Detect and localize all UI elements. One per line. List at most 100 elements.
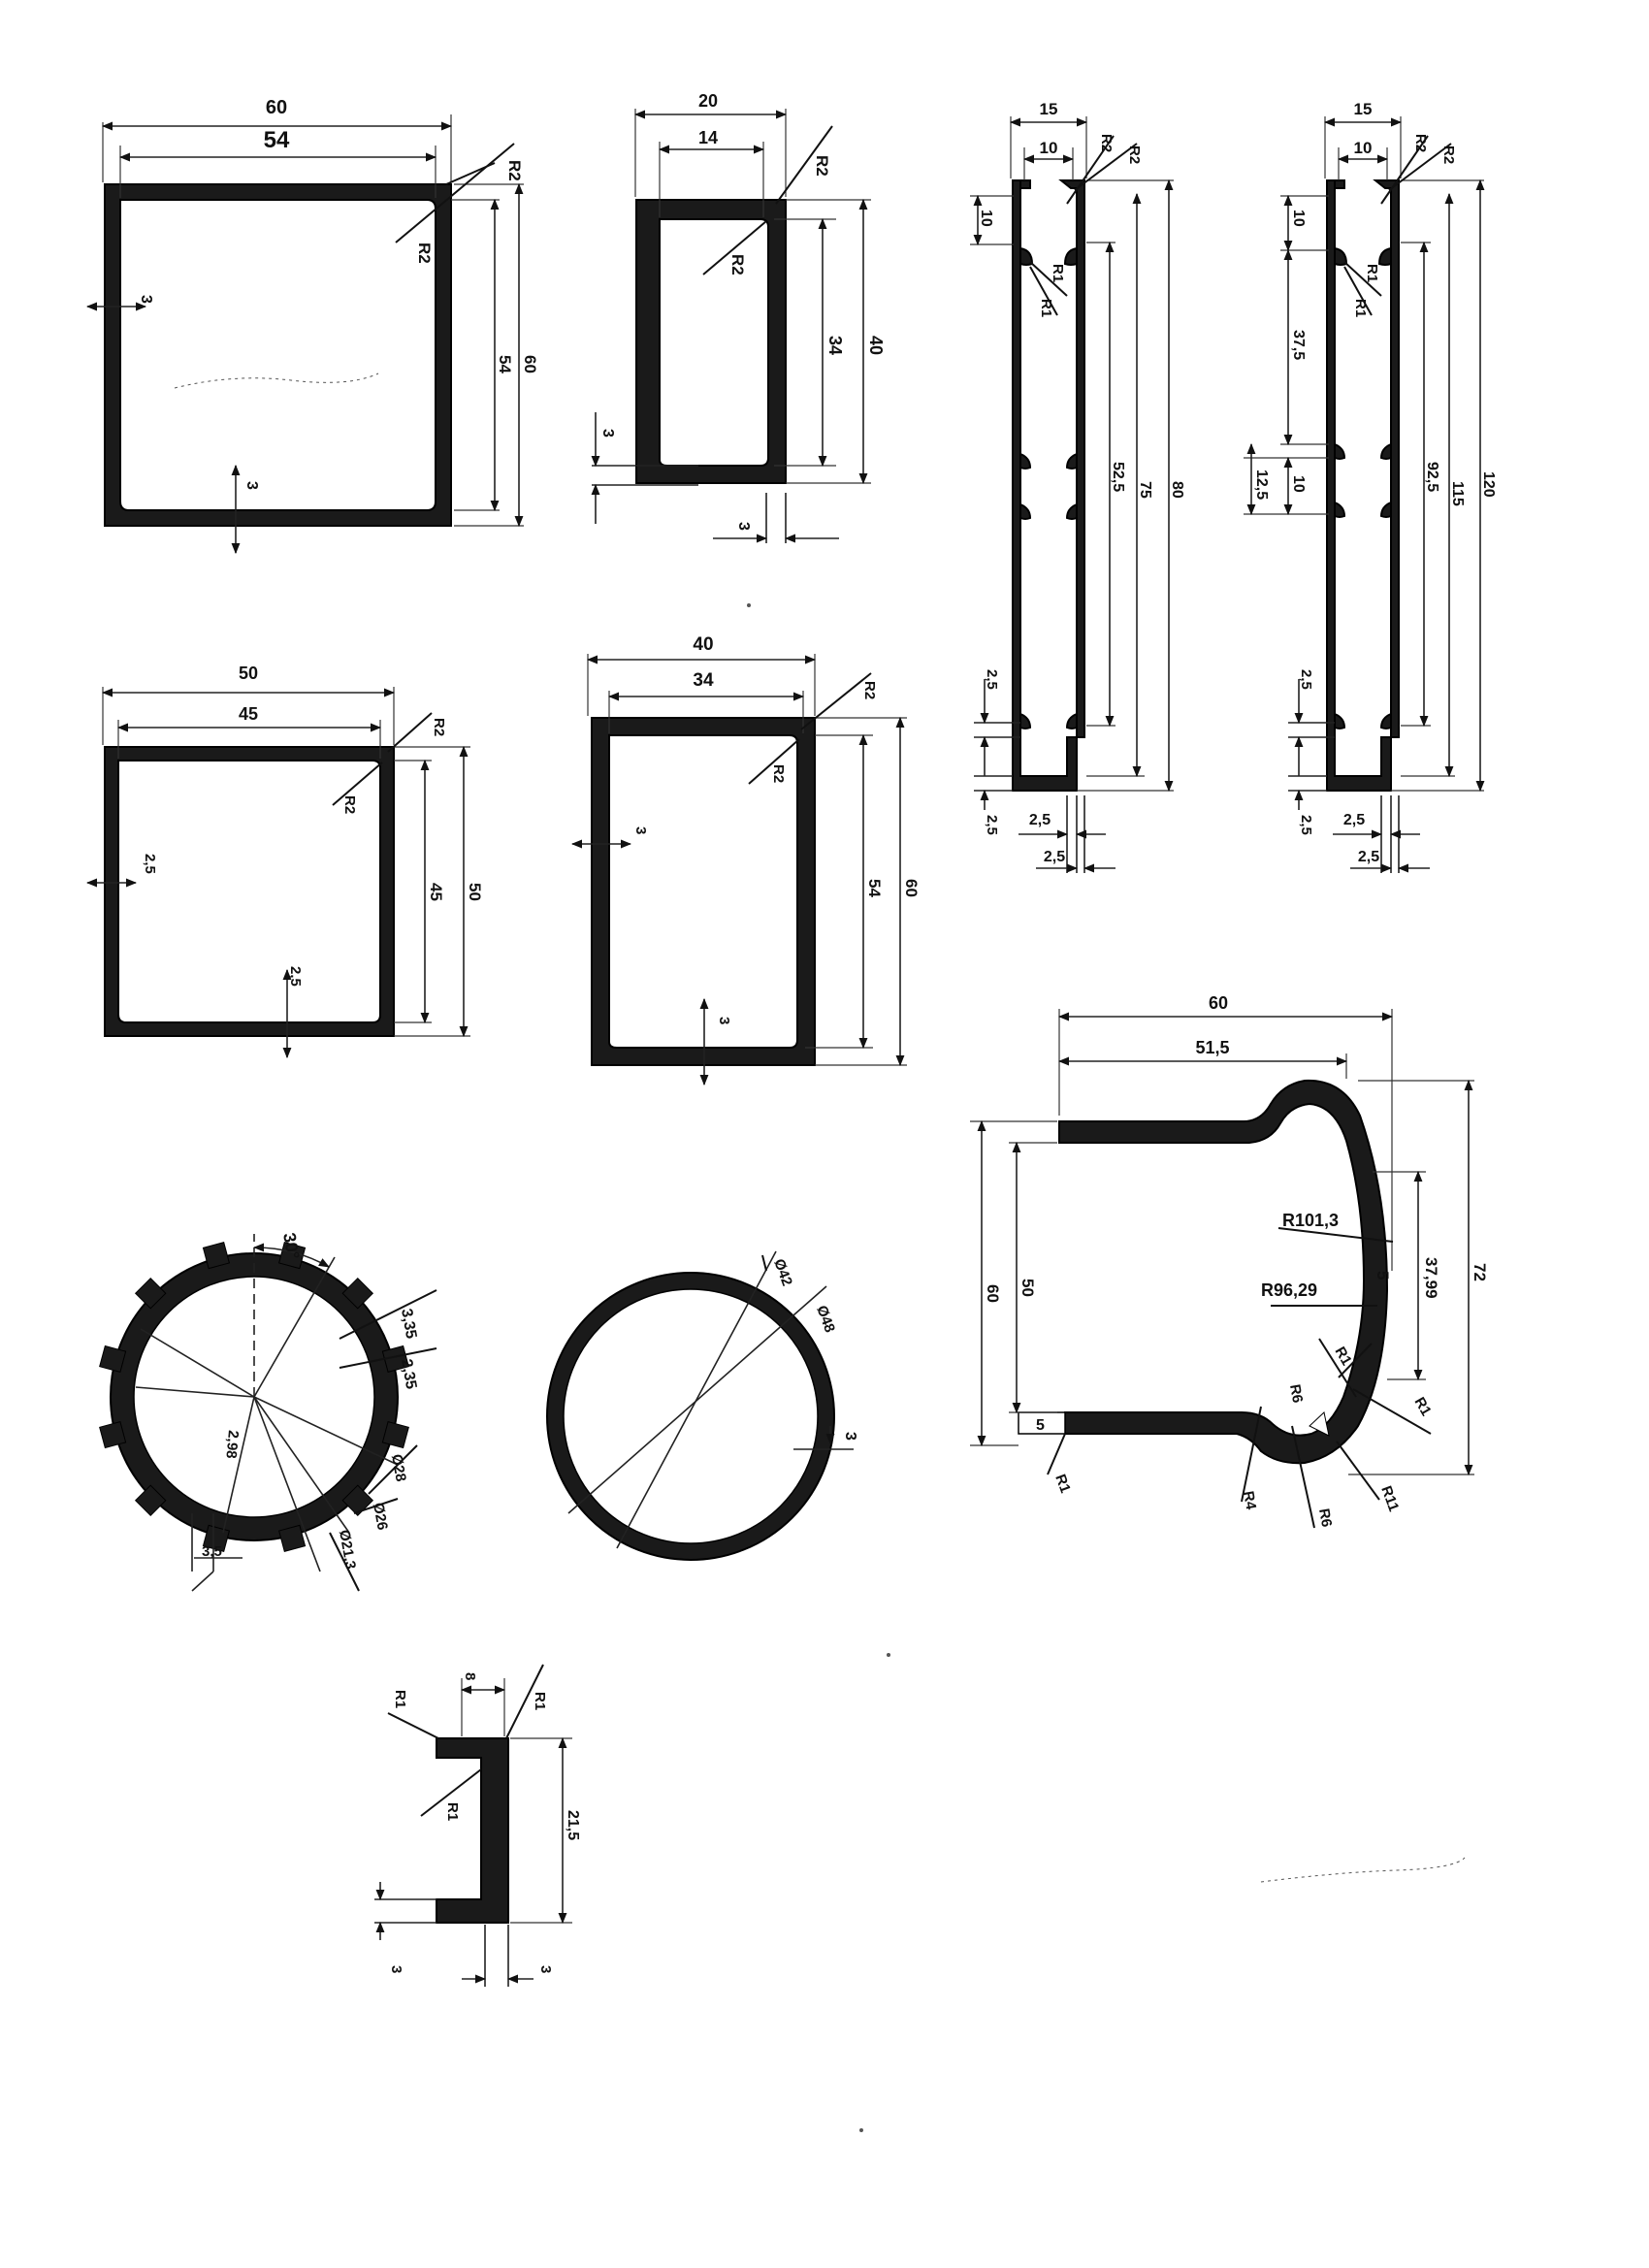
dim-radius-1a: R1 [1364,264,1380,282]
square-tube-50-profile: 50 45 R2 R2 45 50 2,5 2,5 [85,664,484,1059]
dim-inner-width: 51,5 [1195,1038,1229,1057]
dim-width: 50 [239,664,258,683]
dim-height-inner: 50 [1018,1279,1037,1297]
dim-inner-width: 14 [698,128,718,147]
dim-thickness-bottom: 3 [735,522,752,531]
dim-top-length: 10 [1290,210,1307,227]
dim-width: 60 [1209,993,1228,1013]
dim-wall-thickness: 3 [842,1432,858,1441]
dim-tooth-3: 2,98 [222,1430,241,1460]
dim-inner-height: 52,5 [1110,462,1126,492]
dim-inner-height: 34 [825,336,845,355]
dim-inner-height: 92,5 [1424,462,1440,492]
dim-thickness-b: 3 [537,1965,554,1973]
dim-height: 72 [1471,1263,1489,1281]
dim-mid-height: 115 [1449,481,1466,506]
spline-tooth [341,1484,374,1517]
dim-diameter-2: Ø26 [370,1502,391,1532]
dim-width: 40 [693,634,713,655]
dim-radius-1a: R1 [1050,264,1066,282]
dim-thickness-left: 3 [599,429,616,437]
dim-inner-height: 45 [427,883,445,901]
dim-inner-height: 54 [865,879,884,897]
dim-thickness-left: 3 [632,826,649,834]
dim-bottom-1: 2,5 [1029,812,1051,828]
dim-bottom-thickness: 2,5 [1298,815,1314,835]
dim-height: 80 [1169,481,1185,499]
dim-width: 8 [462,1672,478,1680]
dim-lip-thickness: 2,5 [1298,669,1314,690]
dim-bottom-1: 2,5 [1343,812,1365,828]
dim-thickness-bottom: 2,5 [287,966,304,987]
dim-angle: 30° [279,1231,303,1260]
dim-radius-6a: R6 [1286,1383,1306,1405]
dim-segment: 37,99 [1422,1257,1440,1299]
dim-height: 40 [866,336,886,355]
spline-tooth [381,1345,409,1374]
dim-inner-diameter: Ø42 [770,1257,795,1288]
dim-radius-c: R1 [444,1802,461,1821]
dim-height: 21,5 [565,1810,581,1840]
dim-top-length: 10 [978,210,994,227]
dim-segment-1: 37,5 [1290,330,1307,360]
dim-radius-a: R2 [1098,134,1115,152]
dim-width: 20 [698,91,718,111]
dim-outer-diameter: Ø48 [813,1304,838,1335]
bracket-profile: 60 51,5 60 50 72 37,99 R101,3 R96,29 5 5… [970,993,1489,1529]
dim-mid-height: 75 [1137,481,1153,499]
dim-radius-outer: R2 [861,681,878,699]
dim-thickness-bottom: 3 [243,481,260,490]
round-tube-profile: Ø42 Ø48 3 [546,1250,858,1561]
dim-inner-width: 10 [1354,139,1373,157]
dim-inner-width: 10 [1040,139,1058,157]
dim-radius-1b: R1 [1411,1395,1435,1419]
dim-segment-3: 12,5 [1253,470,1270,500]
dim-radius-b: R2 [1440,146,1457,164]
dim-thickness-bottom: 3 [716,1017,732,1024]
dim-diameter-3: Ø21,3 [336,1529,359,1571]
dim-diameter-1: Ø28 [388,1453,409,1483]
dim-radius-inner: R2 [770,764,787,783]
dim-tooth-4: 3,5 [202,1543,222,1560]
dim-bottom-2: 2,5 [1358,849,1379,865]
dim-inner-width: 54 [264,127,290,153]
dim-bottom-2: 2,5 [1044,849,1065,865]
dim-radius-1b: R1 [1352,299,1369,317]
dim-radius-a: R1 [392,1690,408,1708]
dim-radius-6b: R6 [1315,1507,1335,1529]
rect-tube-40x60-profile: 40 34 R2 R2 54 60 3 3 [570,634,921,1086]
dim-inner-width: 34 [693,670,714,691]
dim-tooth-1: 3,35 [398,1308,419,1341]
dim-radius-b: R2 [1126,146,1143,164]
dim-radius-1c: R1 [1051,1473,1074,1496]
channel-15x120-profile: 15 10 R2 R2 10 R1 R1 37,5 10 12,5 92,5 1… [1244,100,1497,873]
dim-radius-inner: R2 [415,243,434,264]
spline-teeth [99,1242,409,1552]
dim-height: 60 [521,355,539,373]
dim-radius-1b: R1 [1038,299,1054,317]
spline-tooth [381,1420,409,1449]
dim-thickness-left: 3 [138,295,154,304]
dim-thickness-left: 2,5 [142,854,158,874]
channel-15x80-profile: 15 10 R2 R2 10 R1 R1 52,5 75 80 2,5 2,5 … [970,100,1185,873]
dim-lip-thickness: 2,5 [984,669,1000,690]
dim-height-inner-foot: 60 [984,1284,1002,1303]
square-tube-60-profile: 60 54 R2 R2 54 60 3 3 [85,97,539,555]
dim-radius-outer: R2 [431,718,447,736]
dim-height: 120 [1480,471,1497,498]
dim-radius-a: R2 [1412,134,1429,152]
dim-width: 15 [1354,100,1373,118]
dim-radius-small: R96,29 [1261,1280,1317,1300]
rect-tube-20x40-profile: 20 14 R2 R2 34 40 3 3 [591,91,886,543]
dim-foot-thickness: 5 [1036,1417,1045,1434]
spline-tooth [99,1420,127,1449]
dim-inner-height: 54 [496,355,514,373]
dim-wall-thickness: 5 [1374,1271,1392,1280]
dim-segment-2: 10 [1290,475,1307,493]
spline-tooth [134,1484,167,1517]
spline-tooth [134,1277,167,1310]
dim-thickness-a: 3 [388,1965,404,1973]
spline-tooth [99,1345,127,1374]
dim-bottom-thickness: 2,5 [984,815,1000,835]
